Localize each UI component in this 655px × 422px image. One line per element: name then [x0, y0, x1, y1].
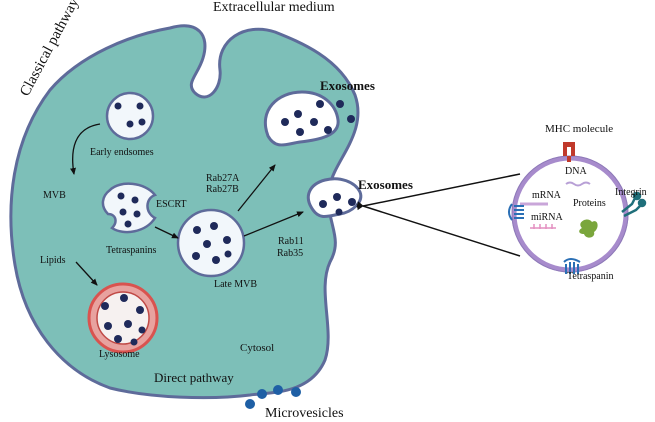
exosome-dot	[347, 115, 355, 123]
mirna-icon	[530, 224, 556, 229]
exosome-cargo-mid	[319, 193, 356, 216]
exosome-dot	[333, 193, 341, 201]
exosome-dot	[335, 208, 343, 216]
lysosome	[87, 282, 159, 354]
label-direct-pathway: Direct pathway	[154, 370, 234, 385]
exosome-detail	[508, 142, 647, 274]
arrow-early-to-mvb	[70, 123, 101, 175]
exosome-dot	[294, 110, 302, 118]
label-lipids: Lipids	[40, 255, 66, 266]
microvesicle-dot	[273, 385, 283, 395]
label-cytosol: Cytosol	[240, 342, 275, 354]
label-escrt: ESCRT	[156, 199, 187, 210]
exosome-dot	[324, 126, 332, 134]
integrin-icon	[621, 191, 647, 218]
label-dna: DNA	[565, 166, 587, 177]
label-proteins: Proteins	[573, 198, 606, 209]
tetraspanin-left-icon	[508, 203, 524, 221]
label-rab11: Rab11	[278, 236, 304, 247]
exosome-dot	[310, 118, 318, 126]
label-microvesicles: Microvesicles	[265, 406, 344, 421]
early-endosome	[105, 91, 155, 141]
microvesicle-dot	[291, 387, 301, 397]
microvesicles	[245, 385, 301, 409]
callout-line-upper	[356, 173, 521, 211]
label-exosomes-mid: Exosomes	[358, 177, 413, 192]
late-mvb	[176, 208, 246, 278]
exosome-dot	[296, 128, 304, 136]
callout-line-lower	[356, 201, 521, 257]
mhc-molecule-icon	[563, 142, 575, 162]
exosome-dot	[316, 100, 324, 108]
protein-icon	[579, 219, 598, 238]
microvesicle-dot	[245, 399, 255, 409]
label-mvb: MVB	[43, 190, 66, 201]
budding-pocket-top	[263, 90, 340, 147]
label-rab27a: Rab27A	[206, 173, 240, 184]
label-mrna: mRNA	[532, 190, 561, 201]
microvesicle-dot	[257, 389, 267, 399]
mvb-vesicle	[101, 182, 158, 234]
arrow-late-mvb-to-mid	[243, 211, 304, 237]
exosome-dot	[348, 198, 356, 206]
label-tetraspanin: Tetraspanin	[567, 271, 614, 282]
arrow-mvb-to-late-mvb	[154, 226, 179, 239]
pathway-arrows	[70, 123, 521, 286]
exosome-dot	[281, 118, 289, 126]
label-rab27b: Rab27B	[206, 184, 239, 195]
label-early-endosomes: Early endsomes	[90, 147, 154, 158]
dna-icon	[565, 181, 591, 187]
label-integrin: Integrin	[615, 187, 647, 198]
exosome-dot	[319, 200, 327, 208]
label-lysosome: Lysosome	[99, 349, 140, 360]
exosome-cargo-top	[281, 100, 355, 136]
arrow-late-mvb-to-top	[237, 164, 276, 212]
label-late-mvb: Late MVB	[214, 279, 258, 290]
tetraspanin-icon	[563, 258, 581, 274]
label-mirna: miRNA	[531, 212, 563, 223]
label-exosomes-top: Exosomes	[320, 78, 375, 93]
label-extracellular-medium: Extracellular medium	[213, 0, 335, 15]
label-mhc-molecule: MHC molecule	[545, 123, 614, 135]
label-tetraspanins: Tetraspanins	[106, 245, 157, 256]
cell-body	[9, 24, 360, 400]
label-rab35: Rab35	[277, 248, 304, 259]
exosome-dot	[336, 100, 344, 108]
arrow-mvb-to-lysosome	[75, 261, 98, 286]
